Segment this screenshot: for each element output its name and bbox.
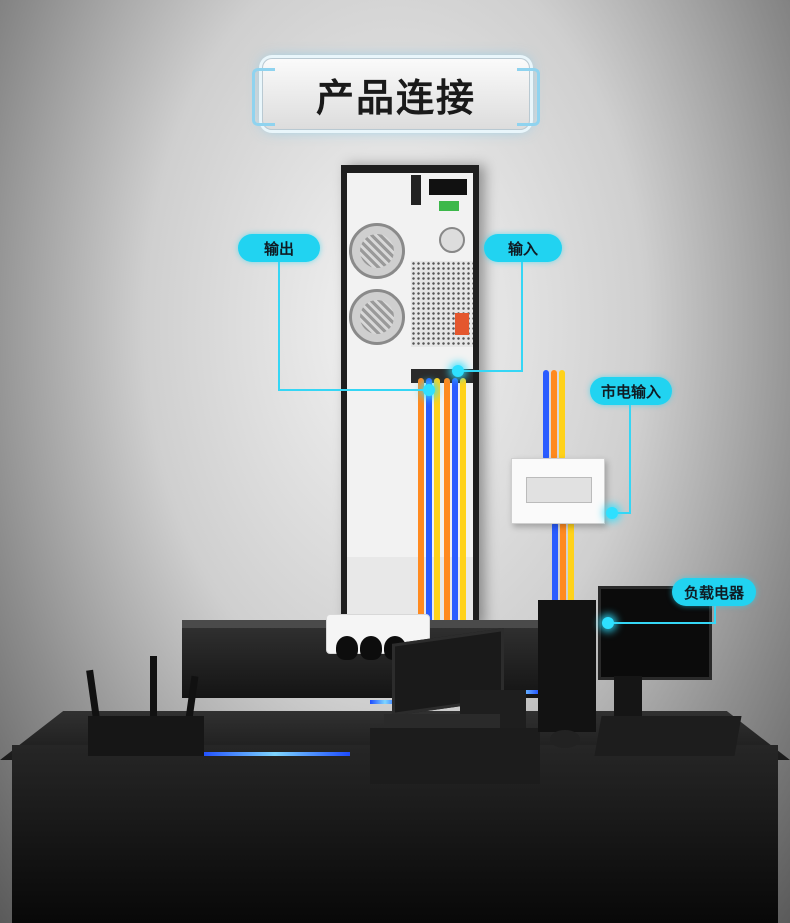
breaker-cable-blue <box>552 522 558 622</box>
ups-cable-yellow-2 <box>460 378 466 624</box>
ups-cable-orange-1 <box>418 378 424 624</box>
fan-lower <box>349 289 405 345</box>
ups-switch-knob <box>439 227 465 253</box>
mains-leader-horizontal <box>612 512 631 514</box>
desktop-keyboard <box>594 716 742 756</box>
label-input-text: 输入 <box>507 239 538 258</box>
ups-slot <box>411 175 421 205</box>
cash-drawer <box>370 728 540 784</box>
label-load-devices-text: 负载电器 <box>683 583 744 602</box>
router-antenna-2 <box>150 656 157 722</box>
ups-rear-panel <box>347 173 473 557</box>
label-output-text: 输出 <box>263 239 294 258</box>
input-leader-horizontal <box>458 370 523 372</box>
output-point-dot <box>423 384 435 396</box>
desktop-tower <box>538 600 596 732</box>
title-plaque: 产品连接 <box>252 58 540 130</box>
wifi-router <box>88 716 204 756</box>
desktop-mouse <box>550 730 580 748</box>
input-leader-vertical <box>521 262 523 372</box>
output-leader-horizontal <box>278 389 428 391</box>
ups-cable-yellow-1 <box>434 378 440 624</box>
ups-display-window <box>429 179 467 195</box>
ups-tower <box>341 165 479 627</box>
load-point-dot <box>602 617 614 629</box>
fan-upper <box>349 223 405 279</box>
load-leader-vertical <box>714 606 716 624</box>
ups-breaker-switch <box>455 313 469 335</box>
mains-cable-orange <box>551 370 557 460</box>
ups-cable-orange-2 <box>444 378 450 624</box>
ups-cable-blue-1 <box>426 378 432 624</box>
ups-cable-blue-2 <box>452 378 458 624</box>
plug-1 <box>336 636 358 660</box>
plug-2 <box>360 636 382 660</box>
glow-cable-pos <box>370 700 400 704</box>
breaker-cable-yellow <box>568 522 574 622</box>
input-point-dot <box>452 365 464 377</box>
mains-leader-vertical <box>629 405 631 513</box>
glow-cable-router <box>200 752 350 756</box>
mains-cable-yellow <box>559 370 565 460</box>
mains-cable-blue <box>543 370 549 460</box>
breaker-switches <box>526 477 592 503</box>
label-load-devices: 负载电器 <box>672 578 756 606</box>
output-leader-vertical <box>278 262 280 390</box>
label-mains-input-text: 市电输入 <box>600 382 661 401</box>
monitor-stand <box>614 676 642 720</box>
label-mains-input: 市电输入 <box>590 377 672 405</box>
page-title: 产品连接 <box>315 75 476 120</box>
mains-breaker-box <box>511 458 605 524</box>
mains-point-dot <box>606 507 618 519</box>
breaker-cable-orange <box>560 522 566 622</box>
ups-vent-mesh <box>411 261 473 347</box>
label-input: 输入 <box>484 234 562 262</box>
ups-terminal-green <box>439 201 459 211</box>
load-leader-horizontal <box>608 622 716 624</box>
label-output: 输出 <box>238 234 320 262</box>
